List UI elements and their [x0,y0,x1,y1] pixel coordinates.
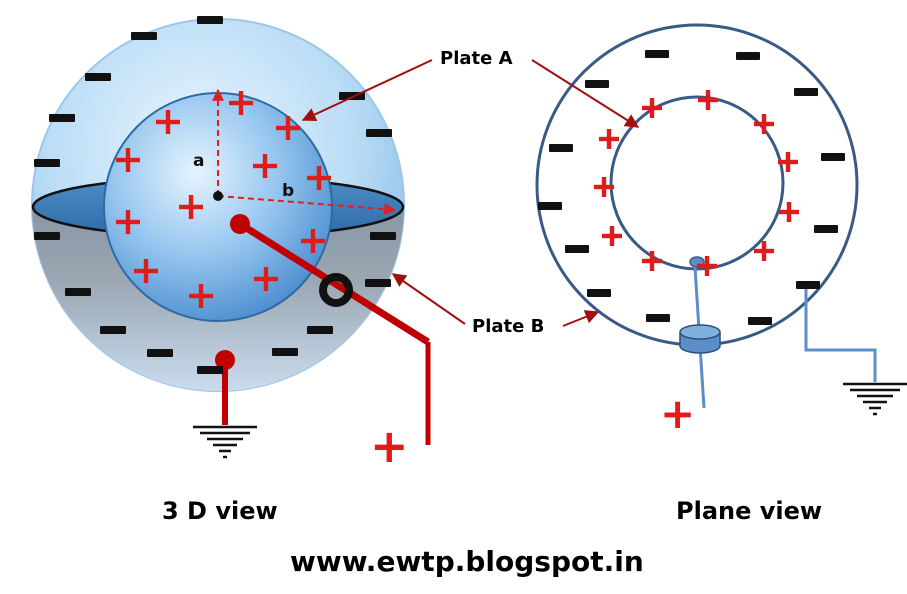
positive-charge-plane [602,226,622,246]
negative-charge-3d [365,279,391,287]
negative-charge-3d [197,16,223,24]
plate-b-label: Plate B [472,316,544,337]
positive-charge-3d [276,116,300,140]
website-url: www.ewtp.blogspot.in [290,545,644,578]
negative-charge-3d [100,326,126,334]
view-plane [535,23,907,416]
inner-lead-terminal [230,214,250,234]
negative-charge-3d [147,349,173,357]
caption-3d-view: 3 D view [162,497,278,525]
positive-charge-3d [307,166,331,190]
ground-symbol-plane-icon [843,382,907,416]
inner-lead-wire [238,221,430,345]
negative-charge-3d [272,348,298,356]
positive-charge-3d [116,210,140,234]
positive-charge-3d [229,91,253,115]
negative-charge-plane [645,50,669,58]
insulating-bushing [319,273,353,307]
plane-ground-wire [804,285,877,382]
plate-a-label: Plate A [440,48,513,69]
negative-charge-3d [49,114,75,122]
positive-charge-3d [253,154,277,178]
ground-symbol-3d-icon [193,425,257,459]
plate-a-arrow-3d [301,59,433,122]
negative-charge-plane [796,281,820,289]
center-point [213,191,223,201]
positive-charge-plane [778,152,798,172]
negative-charge-3d [366,129,392,137]
positive-charge-plane [594,177,614,197]
negative-charge-plane [587,289,611,297]
negative-charge-plane [646,314,670,322]
plate-b-arrow-plane [562,310,600,327]
source-positive-plane: + [660,389,695,438]
positive-charge-3d [116,148,140,172]
positive-charge-plane [642,98,662,118]
positive-charge-3d [189,284,213,308]
radius-a-label: a [193,151,204,171]
charges-3d [34,16,396,374]
positive-charge-3d [254,267,278,291]
negative-charge-plane [748,317,772,325]
negative-charge-plane [565,245,589,253]
positive-charge-plane [642,251,662,271]
view-3d: a b [31,16,431,459]
negative-charge-3d [85,73,111,81]
positive-charge-plane [697,256,717,276]
positive-charge-plane [599,129,619,149]
negative-charge-plane [736,52,760,60]
plane-bushing [679,324,721,354]
negative-charge-plane [549,144,573,152]
positive-charge-plane [779,202,799,222]
positive-charge-3d [134,259,158,283]
negative-charge-plane [585,80,609,88]
source-positive-3d: + [370,419,409,473]
negative-charge-plane [538,202,562,210]
negative-charge-3d [131,32,157,40]
plane-inner-plate-a [609,95,785,271]
positive-charge-plane [698,90,718,110]
positive-charge-3d [156,110,180,134]
positive-charge-3d [179,195,203,219]
negative-charge-3d [370,232,396,240]
plate-b-arrow-3d [391,273,466,325]
negative-charge-3d [34,232,60,240]
negative-charge-3d [197,366,223,374]
caption-plane-view: Plane view [676,497,823,525]
positive-charge-plane [754,114,774,134]
negative-charge-3d [34,159,60,167]
negative-charge-plane [814,225,838,233]
charges-plane [538,50,845,325]
negative-charge-3d [307,326,333,334]
positive-charge-plane [754,241,774,261]
negative-charge-plane [794,88,818,96]
negative-charge-plane [821,153,845,161]
positive-charge-3d [301,229,325,253]
negative-charge-3d [65,288,91,296]
radius-b-label: b [282,181,294,201]
plate-a-arrow-plane [531,59,640,128]
